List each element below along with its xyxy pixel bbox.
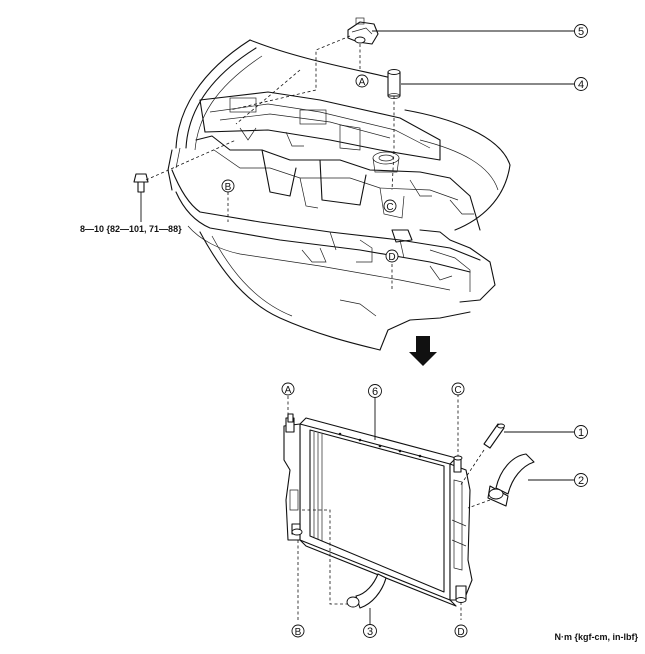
svg-text:D: D [457,627,464,638]
callout-3-label: 3 [367,626,373,638]
part-3-lower-hose [346,573,387,609]
svg-text:A: A [285,385,292,396]
ref-b-bottom: B [291,624,305,638]
down-arrow-icon [409,336,437,366]
leaders-upper [140,30,575,222]
part-2-upper-hose [487,453,535,507]
svg-text:C: C [386,202,393,213]
part-4-bushing [387,69,401,99]
callout-6-label: 6 [372,386,378,398]
radiator-illustration [283,413,473,607]
callout-2: 2 [574,473,588,487]
torque-spec-label: 8—10 {82—101, 71—88} [80,224,182,234]
callout-1-label: 1 [578,427,584,439]
svg-text:D: D [388,252,395,263]
front-body-illustration [167,39,511,351]
callout-4-label: 4 [578,79,584,91]
callout-1: 1 [574,425,588,439]
callout-3: 3 [363,624,377,638]
leaders-lower [369,398,574,624]
ref-a-top: A [355,74,369,88]
ref-d-bottom: D [454,624,468,638]
svg-text:B: B [295,627,302,638]
ref-a-bottom: A [281,382,295,396]
svg-text:A: A [359,77,366,88]
ref-d-top: D [385,249,399,263]
svg-text:B: B [225,182,232,193]
callout-5: 5 [574,24,588,38]
ref-c-top: C [383,199,397,213]
ref-c-bottom: C [451,382,465,396]
part-1-overflow-hose [483,423,505,449]
mounting-bolt [133,173,149,193]
guide-lines-lower [287,394,491,620]
callout-5-label: 5 [578,26,584,38]
callout-2-label: 2 [578,475,584,487]
part-5-upper-bracket [347,17,379,45]
svg-text:C: C [454,385,461,396]
guide-lines-upper [145,35,395,290]
units-note: N·m {kgf-cm, in-lbf} [554,632,638,642]
ref-b-top: B [221,179,235,193]
callout-6: 6 [368,384,382,398]
callout-4: 4 [574,77,588,91]
